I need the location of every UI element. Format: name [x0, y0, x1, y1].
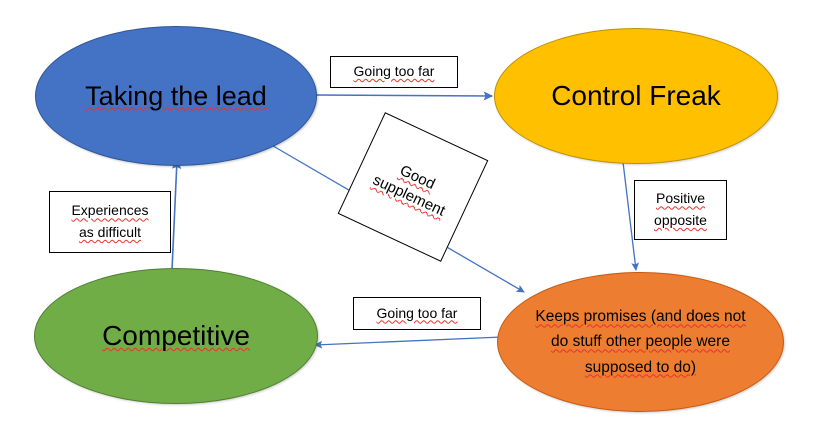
- edge-label-text: Going too far: [376, 304, 458, 321]
- node-label-control-freak: Control Freak: [551, 80, 721, 112]
- node-taking-the-lead[interactable]: Taking the lead: [35, 26, 317, 166]
- edge-label-text: Experiences as difficult: [71, 202, 149, 240]
- node-label-competitive: Competitive: [102, 320, 250, 352]
- edge-label-going-too-far-bottom[interactable]: Going too far: [353, 297, 481, 330]
- edge-taking-the-lead-to-control-freak[interactable]: [315, 91, 494, 101]
- edge-control-freak-to-keeps-promises[interactable]: [622, 161, 640, 272]
- edge-label-experiences-as-difficult[interactable]: Experiences as difficult: [49, 191, 171, 253]
- node-keeps-promises[interactable]: Keeps promises (and does not do stuff ot…: [497, 272, 784, 412]
- edge-label-text: Good supplement: [370, 161, 448, 220]
- edge-competitive-to-taking-the-lead[interactable]: [171, 158, 182, 271]
- node-label-keeps-promises: Keeps promises (and does not do stuff ot…: [535, 308, 746, 376]
- edge-keeps-promises-to-competitive[interactable]: [313, 336, 503, 349]
- edge-label-going-too-far-top[interactable]: Going too far: [330, 56, 458, 88]
- node-competitive[interactable]: Competitive: [34, 268, 318, 404]
- node-label-taking-the-lead: Taking the lead: [85, 80, 267, 111]
- edge-label-text: Going too far: [353, 63, 435, 80]
- node-control-freak[interactable]: Control Freak: [494, 28, 778, 164]
- edge-label-text: Positive opposite: [654, 190, 707, 228]
- edge-label-positive-opposite[interactable]: Positive opposite: [634, 180, 727, 240]
